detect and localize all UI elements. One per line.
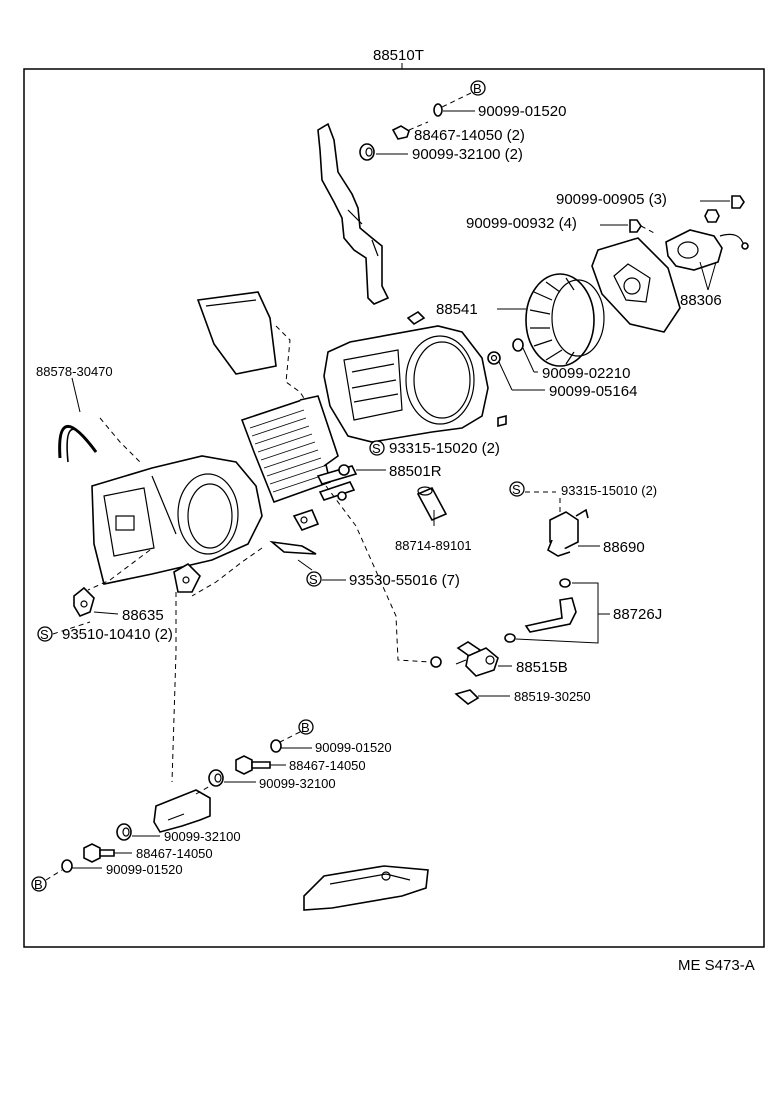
part-label-88578-30470: 88578-30470: [36, 364, 113, 379]
hose-clamp-icon: [454, 689, 480, 705]
part-label-93315-15020-2: 93315-15020 (2): [389, 440, 500, 457]
part-label-88726J: 88726J: [613, 606, 662, 623]
screw-icon: [629, 219, 657, 235]
part-label-90099-05164: 90099-05164: [549, 383, 637, 400]
part-label-93530-55016-7: 93530-55016 (7): [349, 572, 460, 589]
part-label-93315-15010-2: 93315-15010 (2): [561, 483, 657, 498]
nut-icon: [487, 351, 501, 365]
retainer-clip-icon: [58, 425, 98, 463]
callout-s-93315-15010: S: [509, 481, 525, 497]
grommet-icon: [359, 143, 375, 161]
part-label-90099-32100-2: 90099-32100 (2): [412, 146, 523, 163]
servo-icon: [73, 586, 95, 617]
part-label-88714-89101: 88714-89101: [395, 538, 472, 553]
part-label-90099-32100-lower: 90099-32100: [259, 776, 336, 791]
upper-case-icon: [323, 325, 489, 443]
pipe-assembly-icon: [504, 578, 577, 643]
washer-icon: [433, 103, 443, 117]
bolt-icon: [83, 843, 115, 863]
bolt-icon: [235, 755, 271, 775]
part-label-88519-30250: 88519-30250: [514, 689, 591, 704]
part-label-88515B: 88515B: [516, 659, 568, 676]
mounting-bracket-icon: [317, 122, 390, 305]
callout-s-93315-15020: S: [369, 440, 385, 456]
blower-motor-icon: [665, 229, 749, 271]
screw-icon: [731, 195, 745, 209]
hose-icon: [416, 486, 448, 522]
callout-s-93530: S: [306, 571, 322, 587]
svg-text:B: B: [301, 720, 310, 735]
part-label-88467-14050-lower: 88467-14050: [289, 758, 366, 773]
callout-b-lower2: B: [31, 876, 47, 892]
blower-case-icon: [91, 455, 263, 585]
part-label-90099-01520-lower: 90099-01520: [315, 740, 392, 755]
part-label-90099-01520-lower2: 90099-01520: [106, 862, 183, 877]
lower-bracket-icon: [153, 785, 211, 833]
callout-b-top: B: [470, 80, 486, 96]
callout-s-93510: S: [37, 626, 53, 642]
part-label-90099-00905-3: 90099-00905 (3): [556, 191, 667, 208]
assembly-frame: [23, 68, 765, 948]
cover-plate-icon: [196, 291, 277, 375]
washer-icon: [512, 338, 524, 352]
bracket-clip-icon: [269, 509, 320, 555]
part-label-88467-14050-lower2: 88467-14050: [136, 846, 213, 861]
part-label-90099-00932-4: 90099-00932 (4): [466, 215, 577, 232]
svg-text:S: S: [372, 441, 381, 456]
svg-text:S: S: [40, 627, 49, 642]
o-ring-icon: [430, 656, 442, 668]
washer-icon: [61, 859, 73, 873]
washer-icon: [270, 739, 282, 753]
heater-core-icon: [240, 395, 358, 504]
part-label-88467-14050-2: 88467-14050 (2): [414, 127, 525, 144]
fan-wheel-icon: [525, 273, 605, 367]
part-label-88541: 88541: [436, 301, 478, 318]
nut-icon: [704, 209, 720, 223]
diagram-code: ME S473-A: [678, 957, 755, 974]
mounting-plate-icon: [173, 563, 201, 593]
svg-text:S: S: [309, 572, 318, 587]
part-label-88501R: 88501R: [389, 463, 442, 480]
drain-valve-icon: [455, 641, 499, 677]
part-label-88690: 88690: [603, 539, 645, 556]
grommet-icon: [116, 823, 132, 841]
part-label-90099-01520-top: 90099-01520: [478, 103, 566, 120]
clip-icon: [406, 310, 426, 326]
water-valve-icon: [547, 508, 589, 557]
part-label-88306: 88306: [680, 292, 722, 309]
part-label-90099-32100-lower2: 90099-32100: [164, 829, 241, 844]
svg-text:B: B: [473, 81, 482, 96]
part-label-88635: 88635: [122, 607, 164, 624]
grommet-icon: [208, 769, 224, 787]
callout-b-lower: B: [298, 719, 314, 735]
svg-text:S: S: [512, 482, 521, 497]
drain-tray-icon: [303, 865, 429, 911]
bolt-icon: [391, 121, 429, 140]
assembly-number: 88510T: [373, 47, 424, 64]
motor-plate-icon: [591, 237, 681, 333]
part-label-93510-10410-2: 93510-10410 (2): [62, 626, 173, 643]
part-label-90099-02210: 90099-02210: [542, 365, 630, 382]
svg-text:B: B: [34, 877, 43, 892]
